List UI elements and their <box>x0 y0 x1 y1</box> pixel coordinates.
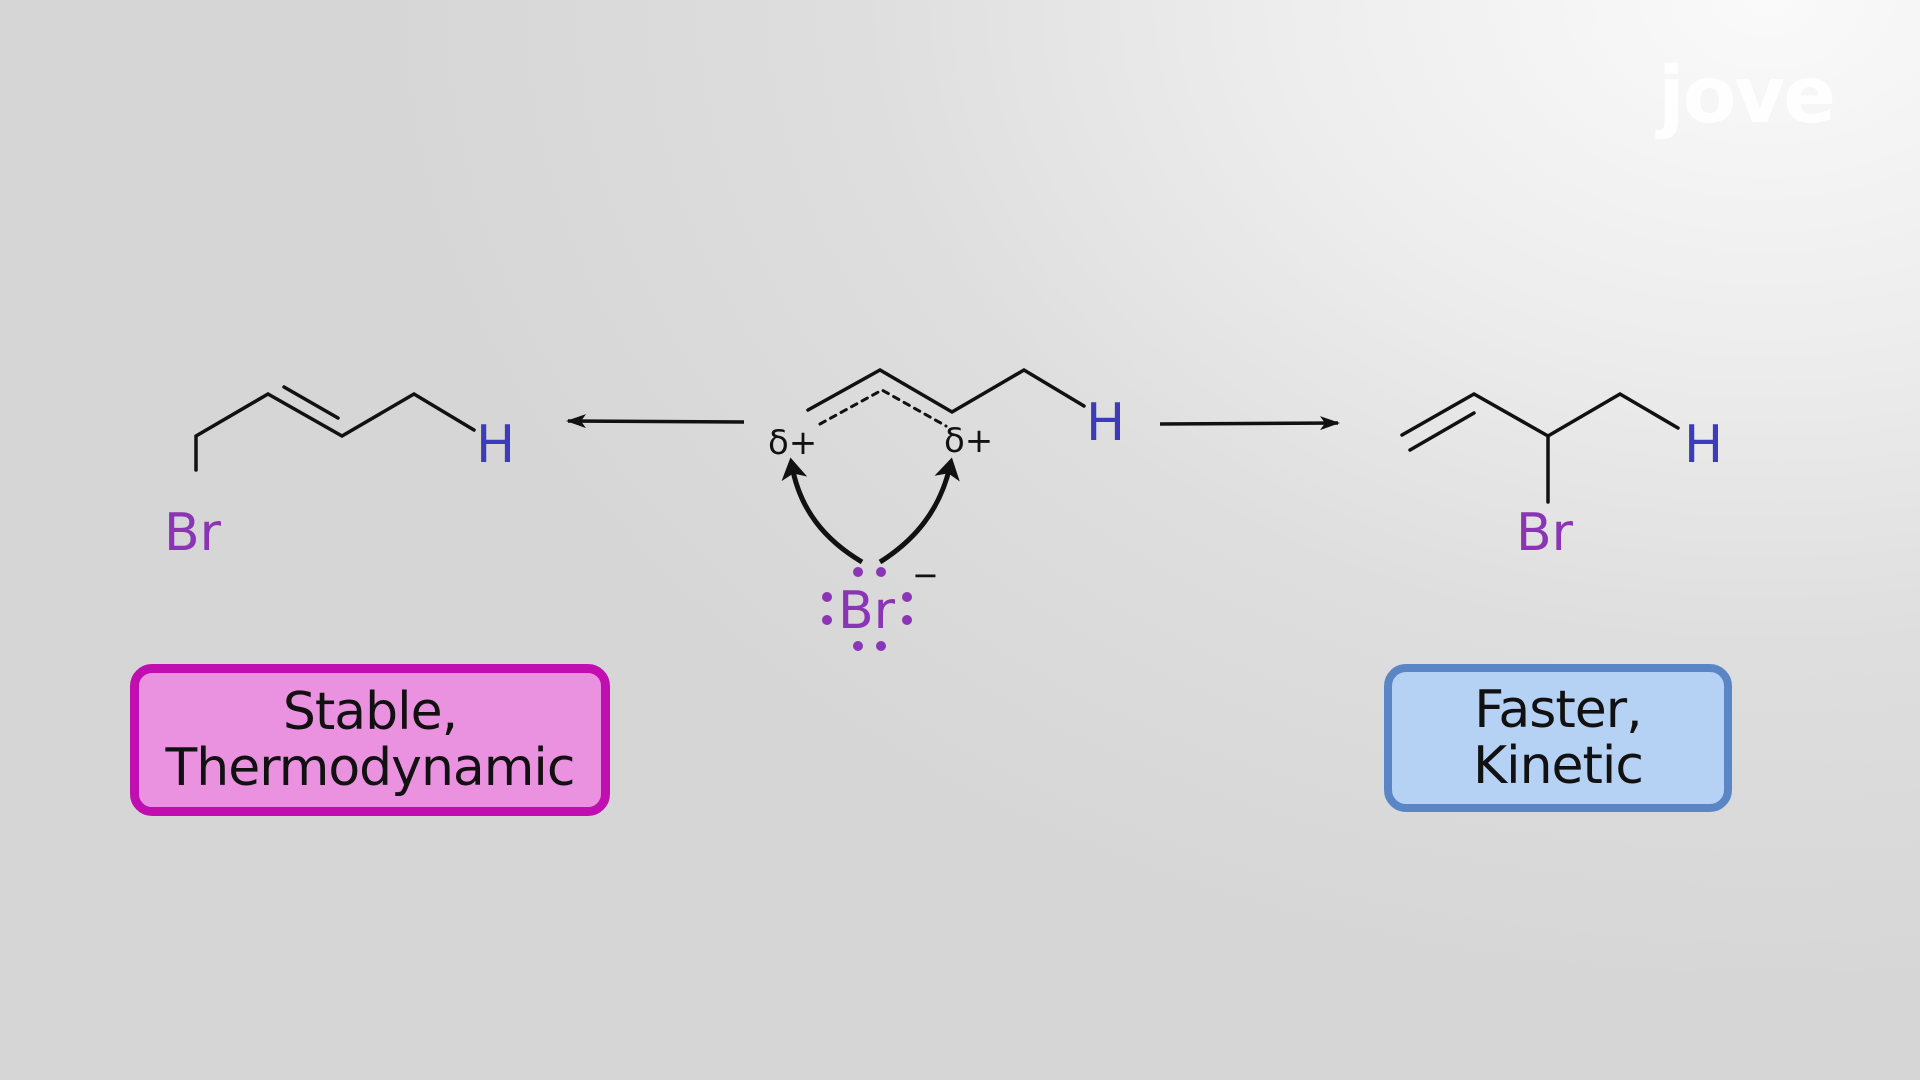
lone-pair-dot <box>876 567 886 577</box>
kinetic-line-1: Faster, <box>1474 680 1642 740</box>
lone-pair-dot <box>902 615 912 625</box>
delta-plus-right: δ+ <box>944 421 993 461</box>
bromide-charge: − <box>912 556 939 594</box>
lone-pair-dot <box>822 592 832 602</box>
curved-arrow-left <box>781 457 864 565</box>
left-product-h: H <box>476 415 515 475</box>
thermodynamic-label-box: Stable, Thermodynamic <box>130 664 610 816</box>
jove-logo: jove <box>1655 51 1834 141</box>
kinetic-line-2: Kinetic <box>1473 736 1644 796</box>
thermo-line-2: Thermodynamic <box>165 738 576 798</box>
cation-skeleton <box>806 367 1086 415</box>
lone-pair-dots <box>822 567 912 651</box>
left-product-skeleton <box>194 391 476 472</box>
lone-pair-dot <box>902 592 912 602</box>
right-product-h: H <box>1684 415 1723 475</box>
curved-arrow-right <box>878 457 960 565</box>
right-product-br: Br <box>1516 503 1574 563</box>
resonance-dashed-bond <box>818 388 948 428</box>
lone-pair-dot <box>853 567 863 577</box>
left-product-structure <box>194 385 476 472</box>
lone-pair-dot <box>853 641 863 651</box>
left-reaction-arrow <box>566 414 745 429</box>
cation-h: H <box>1086 393 1125 453</box>
kinetic-label-box: Faster, Kinetic <box>1384 664 1732 812</box>
delta-plus-left: δ+ <box>768 423 817 463</box>
right-double-bond <box>1408 411 1476 452</box>
left-double-bond <box>282 385 340 420</box>
allylic-cation-structure <box>806 367 1086 428</box>
right-reaction-arrow <box>1159 416 1340 431</box>
left-product-br: Br <box>164 503 222 563</box>
lone-pair-dot <box>822 615 832 625</box>
lone-pair-dot <box>876 641 886 651</box>
right-product-structure <box>1400 391 1680 504</box>
bromide-ion: Br <box>838 581 896 641</box>
thermo-line-1: Stable, <box>282 682 458 742</box>
